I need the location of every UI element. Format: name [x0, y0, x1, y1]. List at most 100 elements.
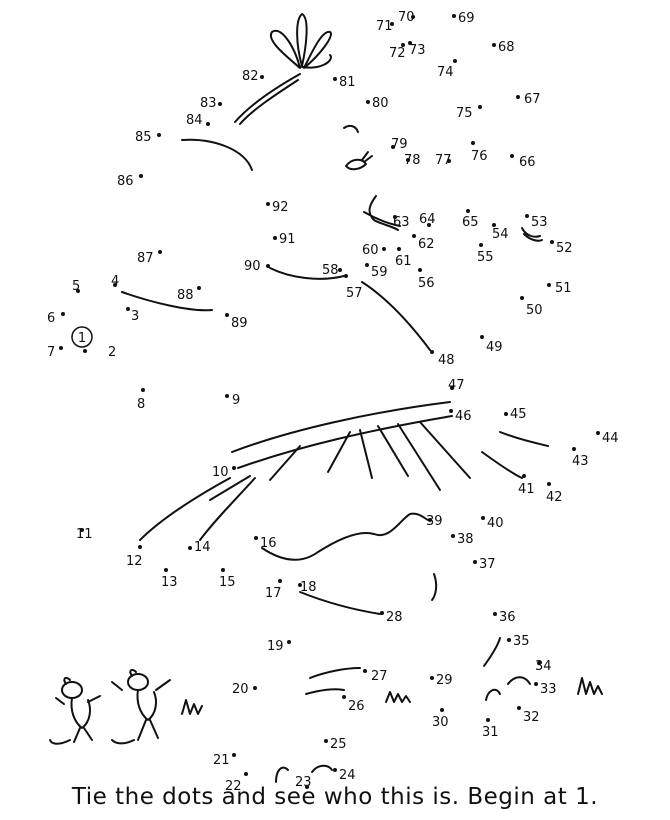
- dot-label: 64: [419, 212, 436, 227]
- dot-90: 90: [244, 259, 270, 274]
- mouse-right: [111, 668, 171, 745]
- dot-point: [382, 247, 386, 251]
- dot-label: 77: [435, 153, 452, 168]
- dot-label: 83: [200, 96, 217, 111]
- dot-label: 59: [371, 265, 388, 280]
- dot-label: 7: [47, 345, 55, 360]
- dot-label: 35: [513, 634, 530, 649]
- skirt-ruffle-4: [397, 423, 441, 491]
- dot-point: [333, 768, 337, 772]
- dot-label: 44: [602, 431, 619, 446]
- dot-11: 11: [76, 527, 93, 542]
- dot-point: [218, 102, 222, 106]
- dot-label: 73: [409, 43, 426, 58]
- dot-63: 63: [393, 215, 410, 230]
- dot-label: 61: [395, 254, 412, 269]
- dot-label: 17: [265, 586, 282, 601]
- dot-point: [363, 669, 367, 673]
- dot-point: [141, 388, 145, 392]
- dot-label: 29: [436, 673, 453, 688]
- shoe-2: [507, 676, 531, 685]
- dot-point: [254, 536, 258, 540]
- dot-15: 15: [219, 568, 236, 590]
- dot-66: 66: [510, 154, 536, 170]
- mouth: [363, 211, 401, 227]
- dot-53: 53: [525, 214, 548, 230]
- dot-point: [550, 240, 554, 244]
- skirt-ruffle-2: [359, 429, 373, 479]
- dot-label: 19: [267, 639, 284, 654]
- dot-point: [344, 274, 348, 278]
- dot-13: 13: [161, 568, 178, 590]
- dot-label: 20: [232, 682, 249, 697]
- dot-label: 80: [372, 96, 389, 111]
- dot-20: 20: [232, 682, 257, 697]
- dot-point: [537, 661, 541, 665]
- dot-79: 79: [391, 137, 408, 152]
- dot-label: 57: [346, 286, 363, 301]
- shoe-3: [275, 766, 289, 783]
- dot-point: [418, 268, 422, 272]
- dot-label: 72: [389, 46, 406, 61]
- collar-right: [361, 281, 431, 351]
- dot-51: 51: [547, 281, 572, 296]
- foot-2: [305, 688, 345, 695]
- skirt-ruffle-9: [481, 451, 523, 479]
- dot-87: 87: [137, 250, 162, 266]
- dot-point: [298, 583, 302, 587]
- grass-3: [181, 699, 203, 715]
- dot-label: 66: [519, 155, 536, 170]
- dot-58: 58: [322, 263, 342, 278]
- dot-label: 90: [244, 259, 261, 274]
- dot-label: 41: [518, 482, 535, 497]
- dot-7: 7: [47, 345, 63, 360]
- dot-label: 16: [260, 536, 277, 551]
- dot-5: 5: [72, 279, 80, 294]
- dot-label: 47: [448, 378, 465, 393]
- dot-label: 54: [492, 227, 509, 242]
- dot-point: [80, 528, 84, 532]
- dot-label: 39: [426, 514, 443, 529]
- dot-point: [440, 708, 444, 712]
- dot-label: 26: [348, 699, 365, 714]
- dot-point: [401, 43, 405, 47]
- dot-35: 35: [507, 634, 530, 649]
- dot-point: [139, 174, 143, 178]
- start-marker: 1: [71, 326, 93, 348]
- collar-left: [269, 267, 345, 280]
- dot-25: 25: [324, 737, 347, 752]
- dot-label: 78: [404, 153, 421, 168]
- dot-73: 73: [408, 41, 426, 58]
- dot-88: 88: [177, 286, 201, 303]
- dot-label: 38: [457, 532, 474, 547]
- dot-point: [430, 350, 434, 354]
- dot-point: [273, 236, 277, 240]
- dot-83: 83: [200, 96, 222, 111]
- dot-84: 84: [186, 113, 210, 128]
- dot-label: 32: [523, 710, 540, 725]
- dot-37: 37: [473, 557, 496, 572]
- eyelash-1: [361, 151, 369, 161]
- dot-label: 52: [556, 241, 573, 256]
- dot-label: 30: [432, 715, 449, 730]
- dot-label: 11: [76, 527, 93, 542]
- dot-33: 33: [534, 682, 557, 697]
- dot-point: [197, 286, 201, 290]
- dot-point: [126, 307, 130, 311]
- skirt-left-line-2: [199, 477, 256, 541]
- dot-label: 56: [418, 276, 435, 291]
- dot-point: [365, 263, 369, 267]
- dot-42: 42: [546, 482, 563, 505]
- cheek-line: [523, 233, 543, 242]
- bow-stem: [234, 73, 301, 123]
- dot-point: [596, 431, 600, 435]
- dot-50: 50: [520, 296, 543, 318]
- dot-point: [480, 335, 484, 339]
- dot-4: 4: [111, 274, 119, 289]
- dot-point: [504, 412, 508, 416]
- dot-label: 86: [117, 174, 134, 189]
- skirt-ruffle-7: [209, 475, 251, 501]
- dot-59: 59: [365, 263, 388, 280]
